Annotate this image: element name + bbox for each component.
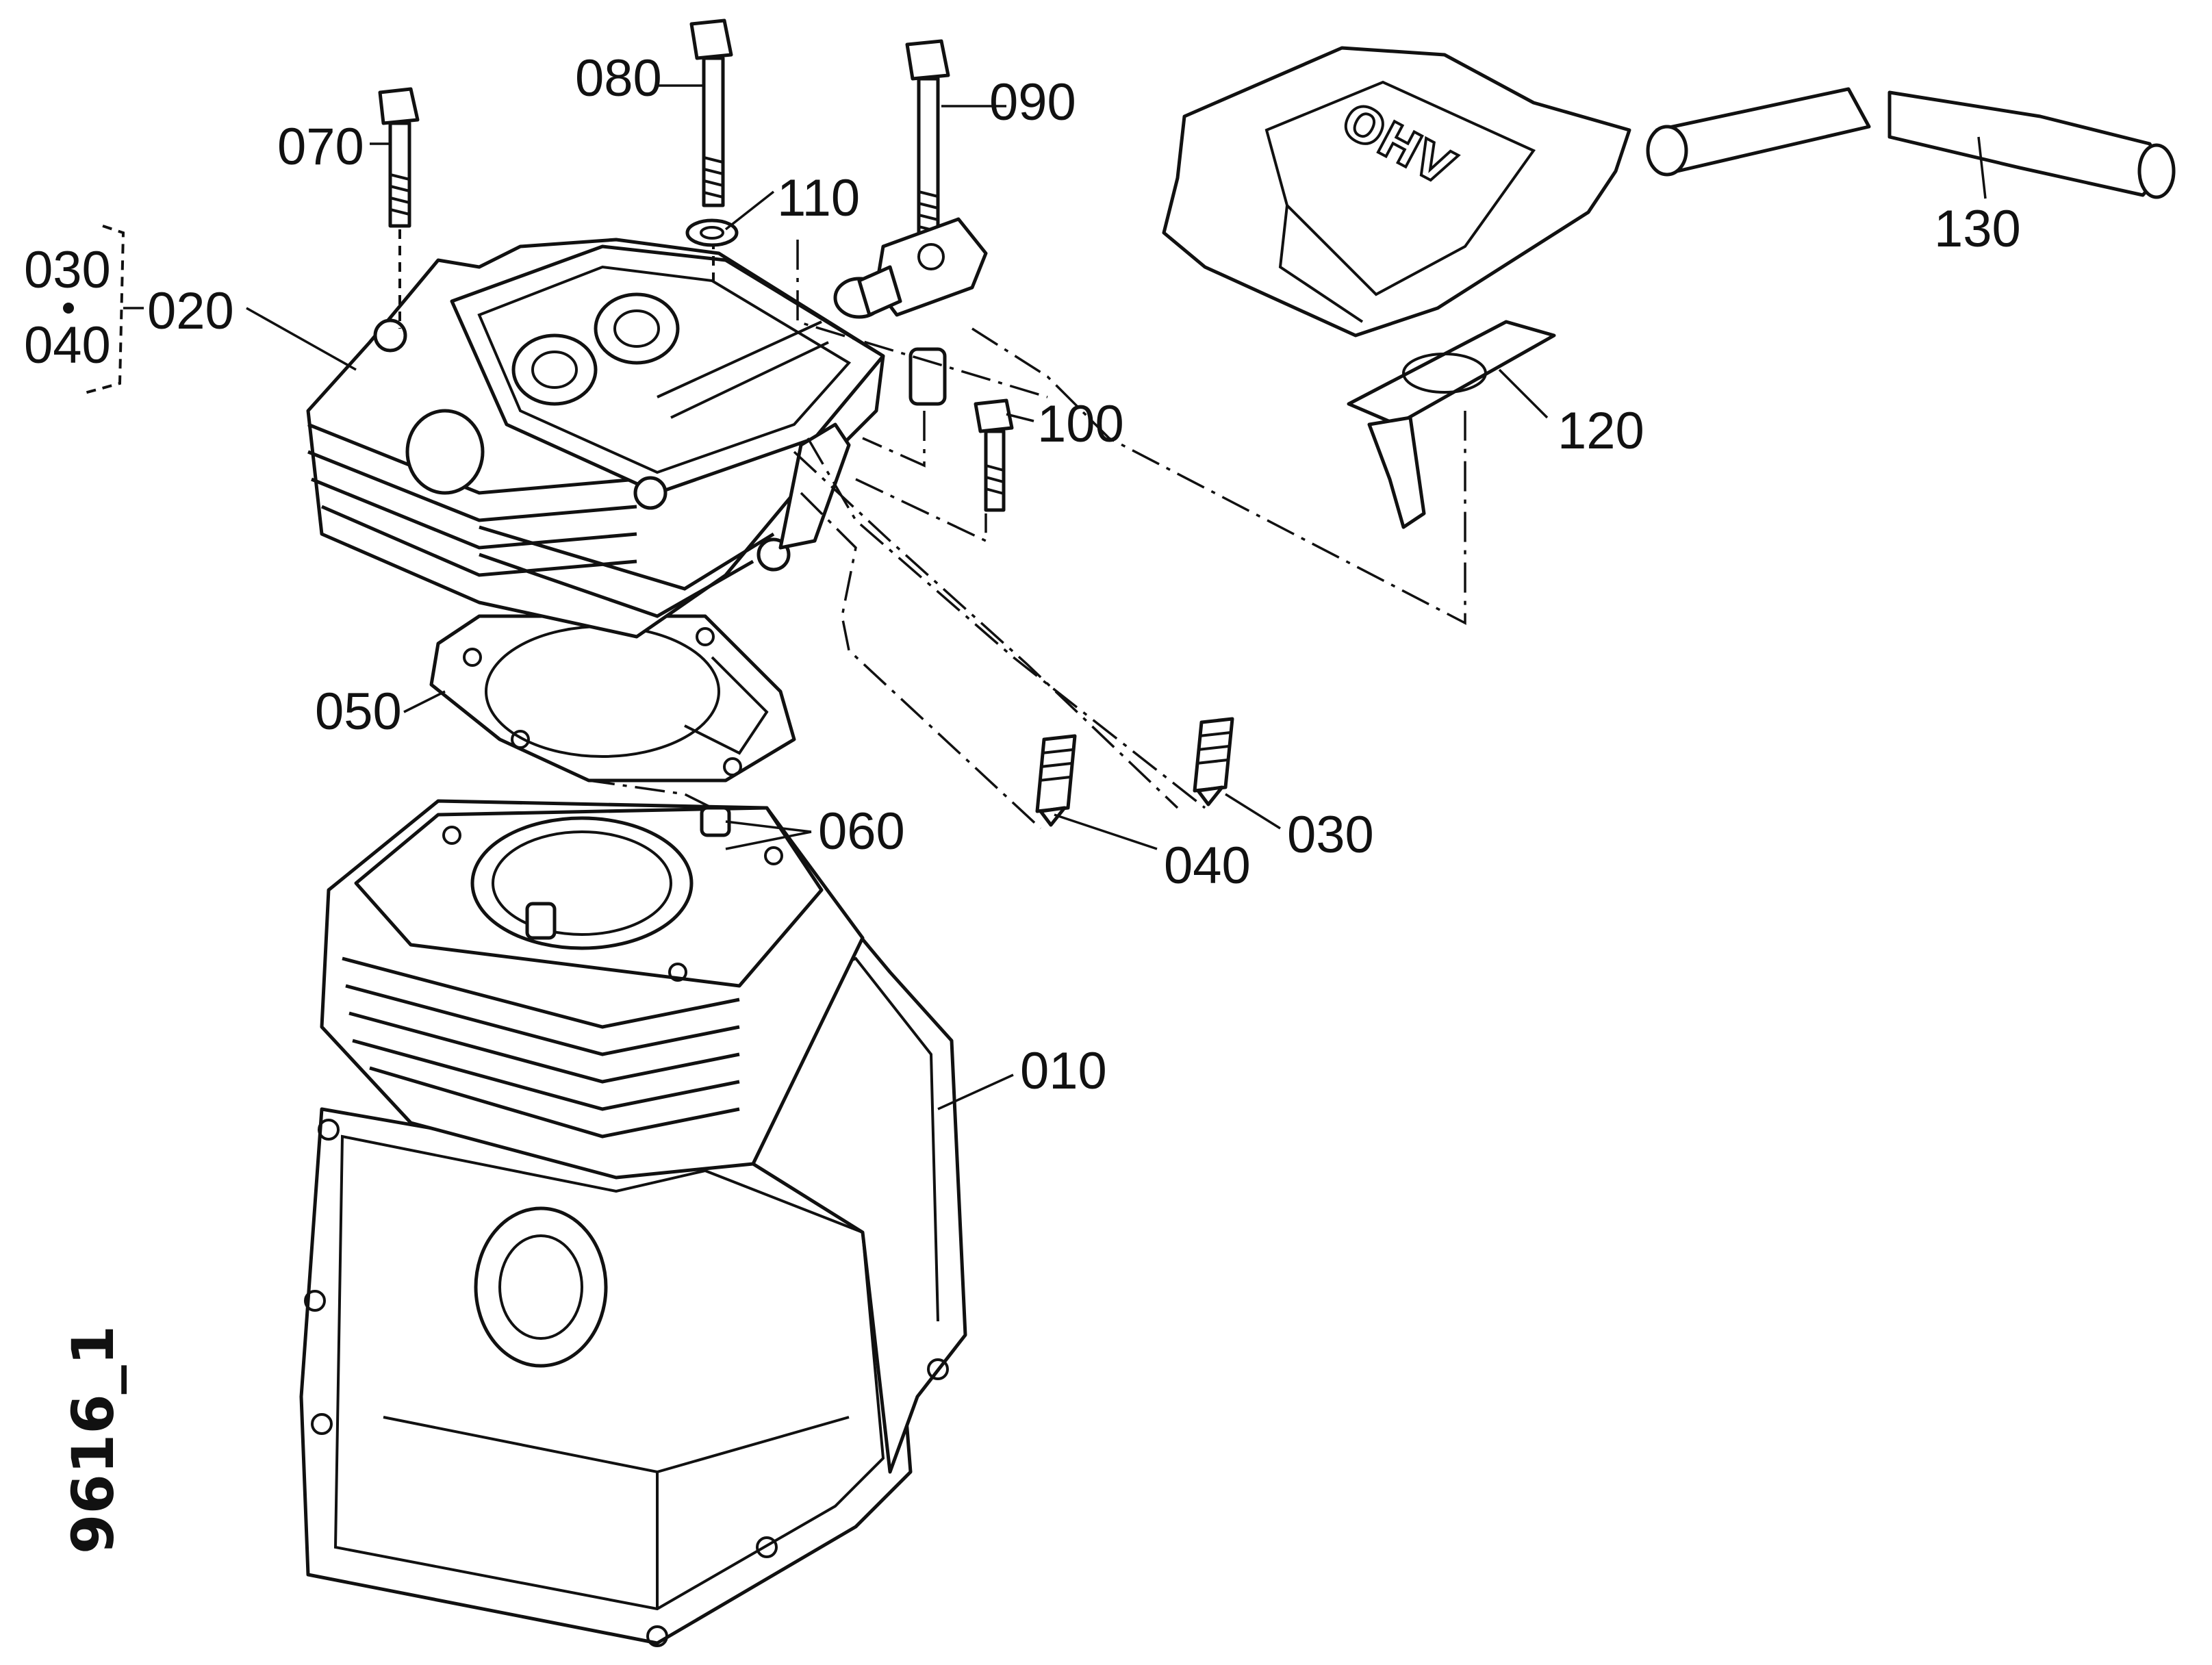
rocker-cover: OHV (1162, 46, 1631, 338)
callout-070: 070 (277, 118, 364, 176)
callout-030: 030 (1287, 806, 1374, 864)
nozzle-040 (1035, 734, 1077, 827)
callout-110: 110 (777, 169, 860, 227)
group-note: 030 040 (24, 225, 144, 395)
group-note-030: 030 (24, 241, 111, 299)
callout-130: 130 (1934, 200, 2021, 258)
cylinder-fins (342, 956, 740, 1139)
callout-010: 010 (1020, 1042, 1107, 1100)
callout-100: 100 (1037, 395, 1124, 453)
head-fins (307, 422, 775, 618)
assembly-lines (588, 240, 1466, 830)
breather-fitting (833, 217, 988, 468)
callout-040: 040 (1164, 837, 1251, 895)
callout-090: 090 (989, 73, 1076, 131)
callout-120: 120 (1558, 402, 1644, 460)
nozzle-030 (1193, 717, 1234, 806)
breather-plate-120 (1347, 320, 1556, 529)
cylinder-head (306, 238, 885, 639)
group-note-040: 040 (24, 316, 111, 374)
head-bolt-070 (378, 87, 420, 329)
washer-110 (685, 218, 739, 247)
head-bolt-080 (689, 18, 733, 288)
bolt-100 (974, 398, 1014, 512)
figure-id: 9616_1 (60, 1325, 127, 1554)
crankcase-block (299, 799, 967, 1647)
leader-lines (246, 84, 1987, 1110)
head-gasket (429, 614, 796, 783)
callout-050: 050 (315, 683, 402, 741)
callout-060: 060 (818, 802, 905, 861)
callout-020: 020 (147, 282, 234, 340)
callout-080: 080 (575, 49, 662, 107)
callout-labels: 010 020 030 040 050 060 070 080 090 100 … (147, 49, 2021, 1100)
breather-hose (1646, 87, 2176, 199)
bolt-090 (905, 39, 950, 238)
